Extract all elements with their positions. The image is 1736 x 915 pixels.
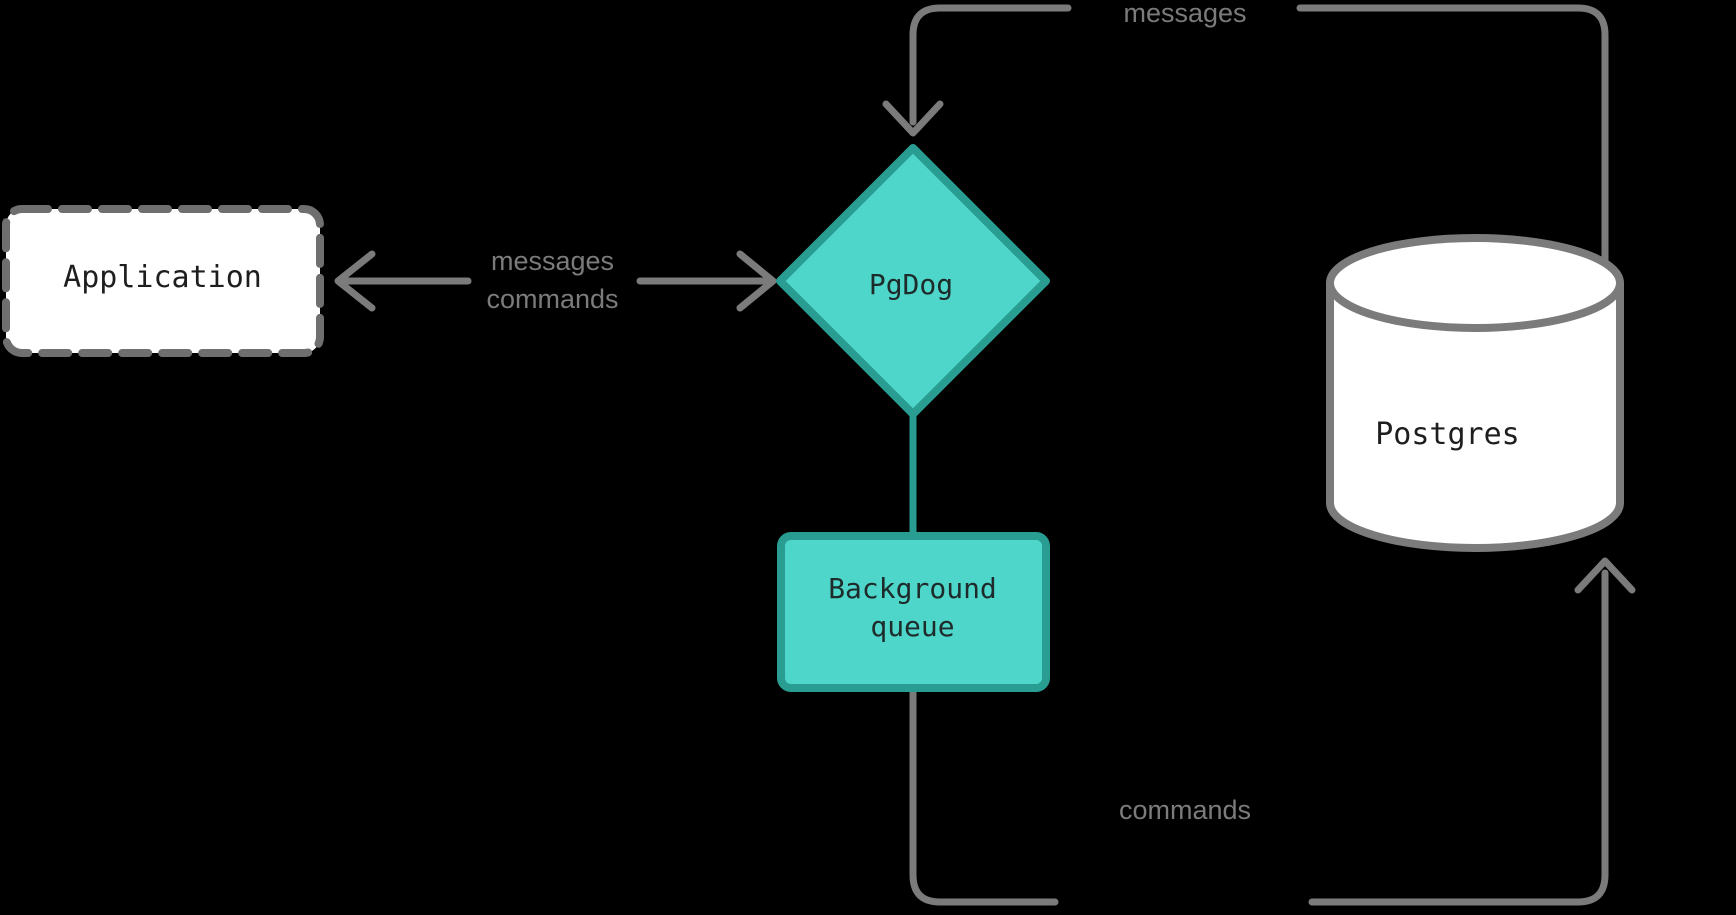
arrowhead-into-postgres-bottom bbox=[1574, 557, 1636, 594]
postgres-cylinder[interactable] bbox=[1326, 234, 1624, 552]
arrowhead-into-pgdog-left bbox=[736, 250, 777, 312]
edge-postgres-to-pgdog-left-segment bbox=[909, 4, 1072, 126]
postgres-cylinder-top-fill bbox=[1330, 238, 1620, 328]
postgres-cylinder-body-fill bbox=[1330, 283, 1620, 548]
arrowhead-into-pgdog-top bbox=[882, 100, 944, 137]
application-box-border[interactable] bbox=[2, 205, 324, 357]
edge-queue-to-postgres-left-segment bbox=[909, 686, 1059, 906]
postgres-cylinder-top-ellipse bbox=[1326, 234, 1624, 332]
postgres-cylinder-outline bbox=[1326, 279, 1624, 552]
edge-queue-to-postgres-right-segment bbox=[1308, 569, 1609, 906]
background-queue-box[interactable] bbox=[777, 532, 1050, 692]
pgdog-diamond[interactable] bbox=[776, 144, 1050, 418]
edge-postgres-to-pgdog-right-segment bbox=[1296, 4, 1609, 304]
arrowhead-into-application bbox=[334, 250, 376, 312]
application-box-fill bbox=[6, 209, 320, 353]
